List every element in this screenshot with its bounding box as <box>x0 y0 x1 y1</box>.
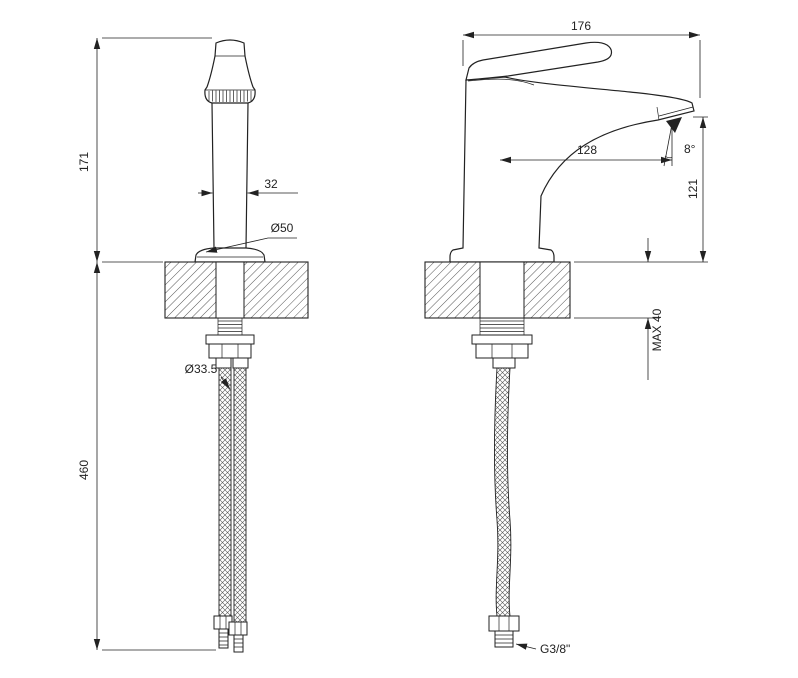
dimensions-side: 176 128 8° 121 MAX 40 G3/8" <box>462 19 708 656</box>
braided-hose-left <box>218 367 232 617</box>
supply-hose-side <box>488 367 520 648</box>
hose-end-nut-side <box>488 615 520 632</box>
braided-hose-side <box>493 367 512 617</box>
dim-label-height-171: 171 <box>77 152 91 172</box>
dim-label-max-40: MAX 40 <box>650 308 664 351</box>
dim-label-width-32: 32 <box>264 177 278 191</box>
side-view: 176 128 8° 121 MAX 40 G3/8" <box>424 19 708 656</box>
countertop-side <box>424 261 571 319</box>
mounting-nut-front <box>208 343 252 359</box>
hose-end-stub-left <box>218 628 229 649</box>
front-view: 171 460 32 Ø50 Ø33.5 <box>77 37 309 653</box>
hose-end-nut-right <box>228 621 248 636</box>
dim-label-hose-460: 460 <box>77 460 91 480</box>
dim-label-angle-8: 8° <box>684 142 696 156</box>
faucet-front-body <box>194 39 266 263</box>
water-flow-arrow <box>666 117 682 133</box>
shank-through-counter-front <box>215 261 245 319</box>
thread-lines-front <box>218 320 242 332</box>
hose-end-stub-right <box>233 634 244 653</box>
dimensions-front: 171 460 32 Ø50 Ø33.5 <box>77 37 298 651</box>
hose-connector-right <box>232 357 249 369</box>
lever-handle-side <box>465 41 613 81</box>
faucet-side-body <box>449 41 695 263</box>
supply-hoses-front <box>213 367 248 653</box>
hose-connector-left <box>215 357 232 369</box>
mounting-nut-side <box>475 343 529 359</box>
hose-connector-side <box>492 357 516 369</box>
knurl-ring-front <box>208 90 252 102</box>
mounting-washer-front <box>205 334 255 345</box>
dim-label-thread-g38: G3/8" <box>540 642 570 656</box>
mounting-hardware-side <box>471 318 533 369</box>
shank-through-counter-side <box>479 261 525 319</box>
braided-hose-right <box>233 367 247 623</box>
dim-label-height-121: 121 <box>686 179 700 199</box>
spout-body-side <box>449 76 695 263</box>
mounting-hardware-front <box>205 318 255 369</box>
dim-label-shank-d335: Ø33.5 <box>185 362 218 376</box>
base-flange-front <box>194 247 266 263</box>
mounting-washer-side <box>471 334 533 345</box>
countertop-front <box>164 261 309 319</box>
dim-label-reach-128: 128 <box>577 143 597 157</box>
dim-label-base-d50: Ø50 <box>271 221 294 235</box>
dim-label-depth-176: 176 <box>571 19 591 33</box>
